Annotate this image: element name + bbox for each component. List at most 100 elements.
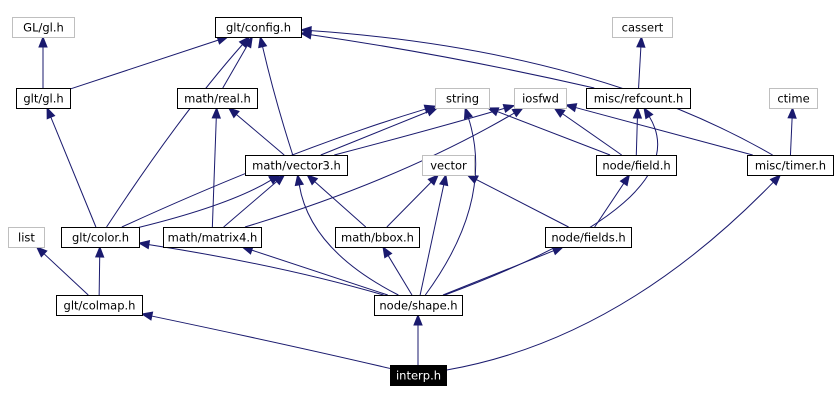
edge-line bbox=[444, 116, 659, 296]
edge-misc_refcount-to-glt_config bbox=[299, 30, 595, 89]
arrowhead bbox=[140, 311, 154, 321]
node-box bbox=[56, 295, 143, 316]
node-glt-config[interactable]: glt/config.h bbox=[215, 17, 302, 38]
edge-line bbox=[442, 250, 554, 296]
node-node-field[interactable]: node/field.h bbox=[596, 155, 677, 176]
edge-interp-to-glt_colmap bbox=[140, 311, 391, 369]
node-label: glt/gl.h bbox=[23, 92, 63, 106]
edge-math_vector3-to-glt_config bbox=[258, 35, 294, 156]
node-box bbox=[612, 17, 673, 38]
edge-glt_gl-to-gl_gl bbox=[38, 35, 48, 88]
edge-line bbox=[138, 179, 272, 228]
node-label: cassert bbox=[622, 21, 664, 35]
edge-node_shape-to-string bbox=[424, 106, 477, 296]
node-math-matrix4[interactable]: math/matrix4.h bbox=[163, 227, 262, 248]
node-node-fields[interactable]: node/fields.h bbox=[545, 227, 632, 248]
edge-node_field-to-string bbox=[486, 107, 611, 156]
edge-math_vector3-to-math_real bbox=[227, 107, 285, 156]
edge-line bbox=[50, 117, 97, 228]
edge-line bbox=[320, 111, 429, 156]
node-label: math/real.h bbox=[184, 92, 251, 106]
edge-glt_color-to-glt_config bbox=[106, 35, 251, 228]
arrowhead bbox=[466, 174, 479, 185]
node-box bbox=[163, 227, 262, 248]
edge-node_shape-to-math_vector3 bbox=[294, 173, 399, 296]
edge-line bbox=[310, 34, 595, 89]
edge-line bbox=[635, 117, 638, 156]
edge-line bbox=[445, 181, 774, 371]
edge-node_field-to-misc_refcount bbox=[632, 106, 643, 156]
edge-glt_colmap-to-list bbox=[35, 246, 89, 296]
node-box bbox=[177, 88, 258, 109]
edge-line bbox=[476, 179, 569, 228]
node-box bbox=[335, 227, 420, 248]
node-misc-timer[interactable]: misc/timer.h bbox=[747, 155, 834, 176]
node-label: glt/colmap.h bbox=[64, 299, 136, 313]
edge-line bbox=[497, 111, 611, 156]
edge-line bbox=[789, 117, 793, 156]
node-glt-gl[interactable]: glt/gl.h bbox=[16, 88, 71, 109]
arrowhead bbox=[38, 35, 48, 48]
node-math-real[interactable]: math/real.h bbox=[177, 88, 258, 109]
node-label: glt/color.h bbox=[72, 231, 129, 245]
node-glt-color[interactable]: glt/color.h bbox=[61, 227, 140, 248]
node-box bbox=[747, 155, 834, 176]
arrowhead bbox=[294, 173, 305, 187]
edge-line bbox=[262, 46, 294, 156]
node-box bbox=[435, 88, 490, 109]
node-box bbox=[61, 227, 140, 248]
node-label: math/bbox.h bbox=[341, 231, 414, 245]
node-label: list bbox=[18, 231, 35, 245]
edge-interp-to-node_shape bbox=[413, 313, 423, 365]
edge-line bbox=[386, 181, 432, 228]
node-cassert: cassert bbox=[612, 17, 673, 38]
edge-line bbox=[148, 244, 384, 296]
arrowhead bbox=[306, 174, 319, 186]
node-string: string bbox=[435, 88, 490, 109]
node-label: string bbox=[446, 92, 479, 106]
node-label: math/vector3.h bbox=[252, 159, 341, 173]
node-label: glt/config.h bbox=[226, 21, 291, 35]
node-math-bbox[interactable]: math/bbox.h bbox=[335, 227, 420, 248]
arrowhead bbox=[425, 107, 439, 117]
edge-math_matrix4-to-math_real bbox=[211, 106, 221, 228]
edge-line bbox=[575, 107, 753, 156]
node-glt-colmap[interactable]: glt/colmap.h bbox=[56, 295, 143, 316]
arrowhead bbox=[299, 25, 312, 36]
node-misc-refcount[interactable]: misc/refcount.h bbox=[586, 88, 691, 109]
edge-node_shape-to-misc_refcount bbox=[444, 106, 659, 296]
edge-node_shape-to-math_matrix4 bbox=[241, 245, 388, 296]
node-interp[interactable]: interp.h bbox=[390, 365, 447, 386]
edge-line bbox=[594, 183, 625, 228]
arrowhead bbox=[94, 245, 105, 258]
arrowhead bbox=[242, 35, 253, 49]
edge-line bbox=[334, 107, 505, 156]
node-box bbox=[545, 227, 632, 248]
arrowhead bbox=[502, 103, 516, 114]
edge-line bbox=[387, 255, 413, 296]
edge-line bbox=[419, 184, 445, 296]
arrowhead bbox=[619, 173, 631, 187]
node-math-vector3[interactable]: math/vector3.h bbox=[245, 155, 348, 176]
edge-math_bbox-to-vector bbox=[386, 174, 440, 228]
node-box bbox=[769, 88, 818, 109]
arrowhead bbox=[769, 174, 782, 186]
edge-math_vector3-to-string bbox=[320, 107, 439, 156]
edge-misc_timer-to-ctime bbox=[787, 106, 797, 156]
arrowhead bbox=[273, 174, 286, 186]
arrowhead bbox=[632, 106, 643, 119]
arrowhead bbox=[486, 107, 500, 117]
node-label: misc/refcount.h bbox=[594, 92, 684, 106]
edge-math_bbox-to-math_vector3 bbox=[306, 174, 367, 228]
arrowhead bbox=[137, 239, 151, 250]
arrowhead bbox=[211, 106, 221, 119]
edge-line bbox=[222, 45, 248, 89]
edge-glt_gl-to-glt_config bbox=[69, 35, 229, 90]
edge-glt_colmap-to-glt_color bbox=[94, 245, 105, 296]
node-node-shape[interactable]: node/shape.h bbox=[374, 295, 463, 316]
arrowhead bbox=[35, 246, 48, 258]
node-box bbox=[16, 88, 71, 109]
edge-line bbox=[251, 249, 388, 296]
